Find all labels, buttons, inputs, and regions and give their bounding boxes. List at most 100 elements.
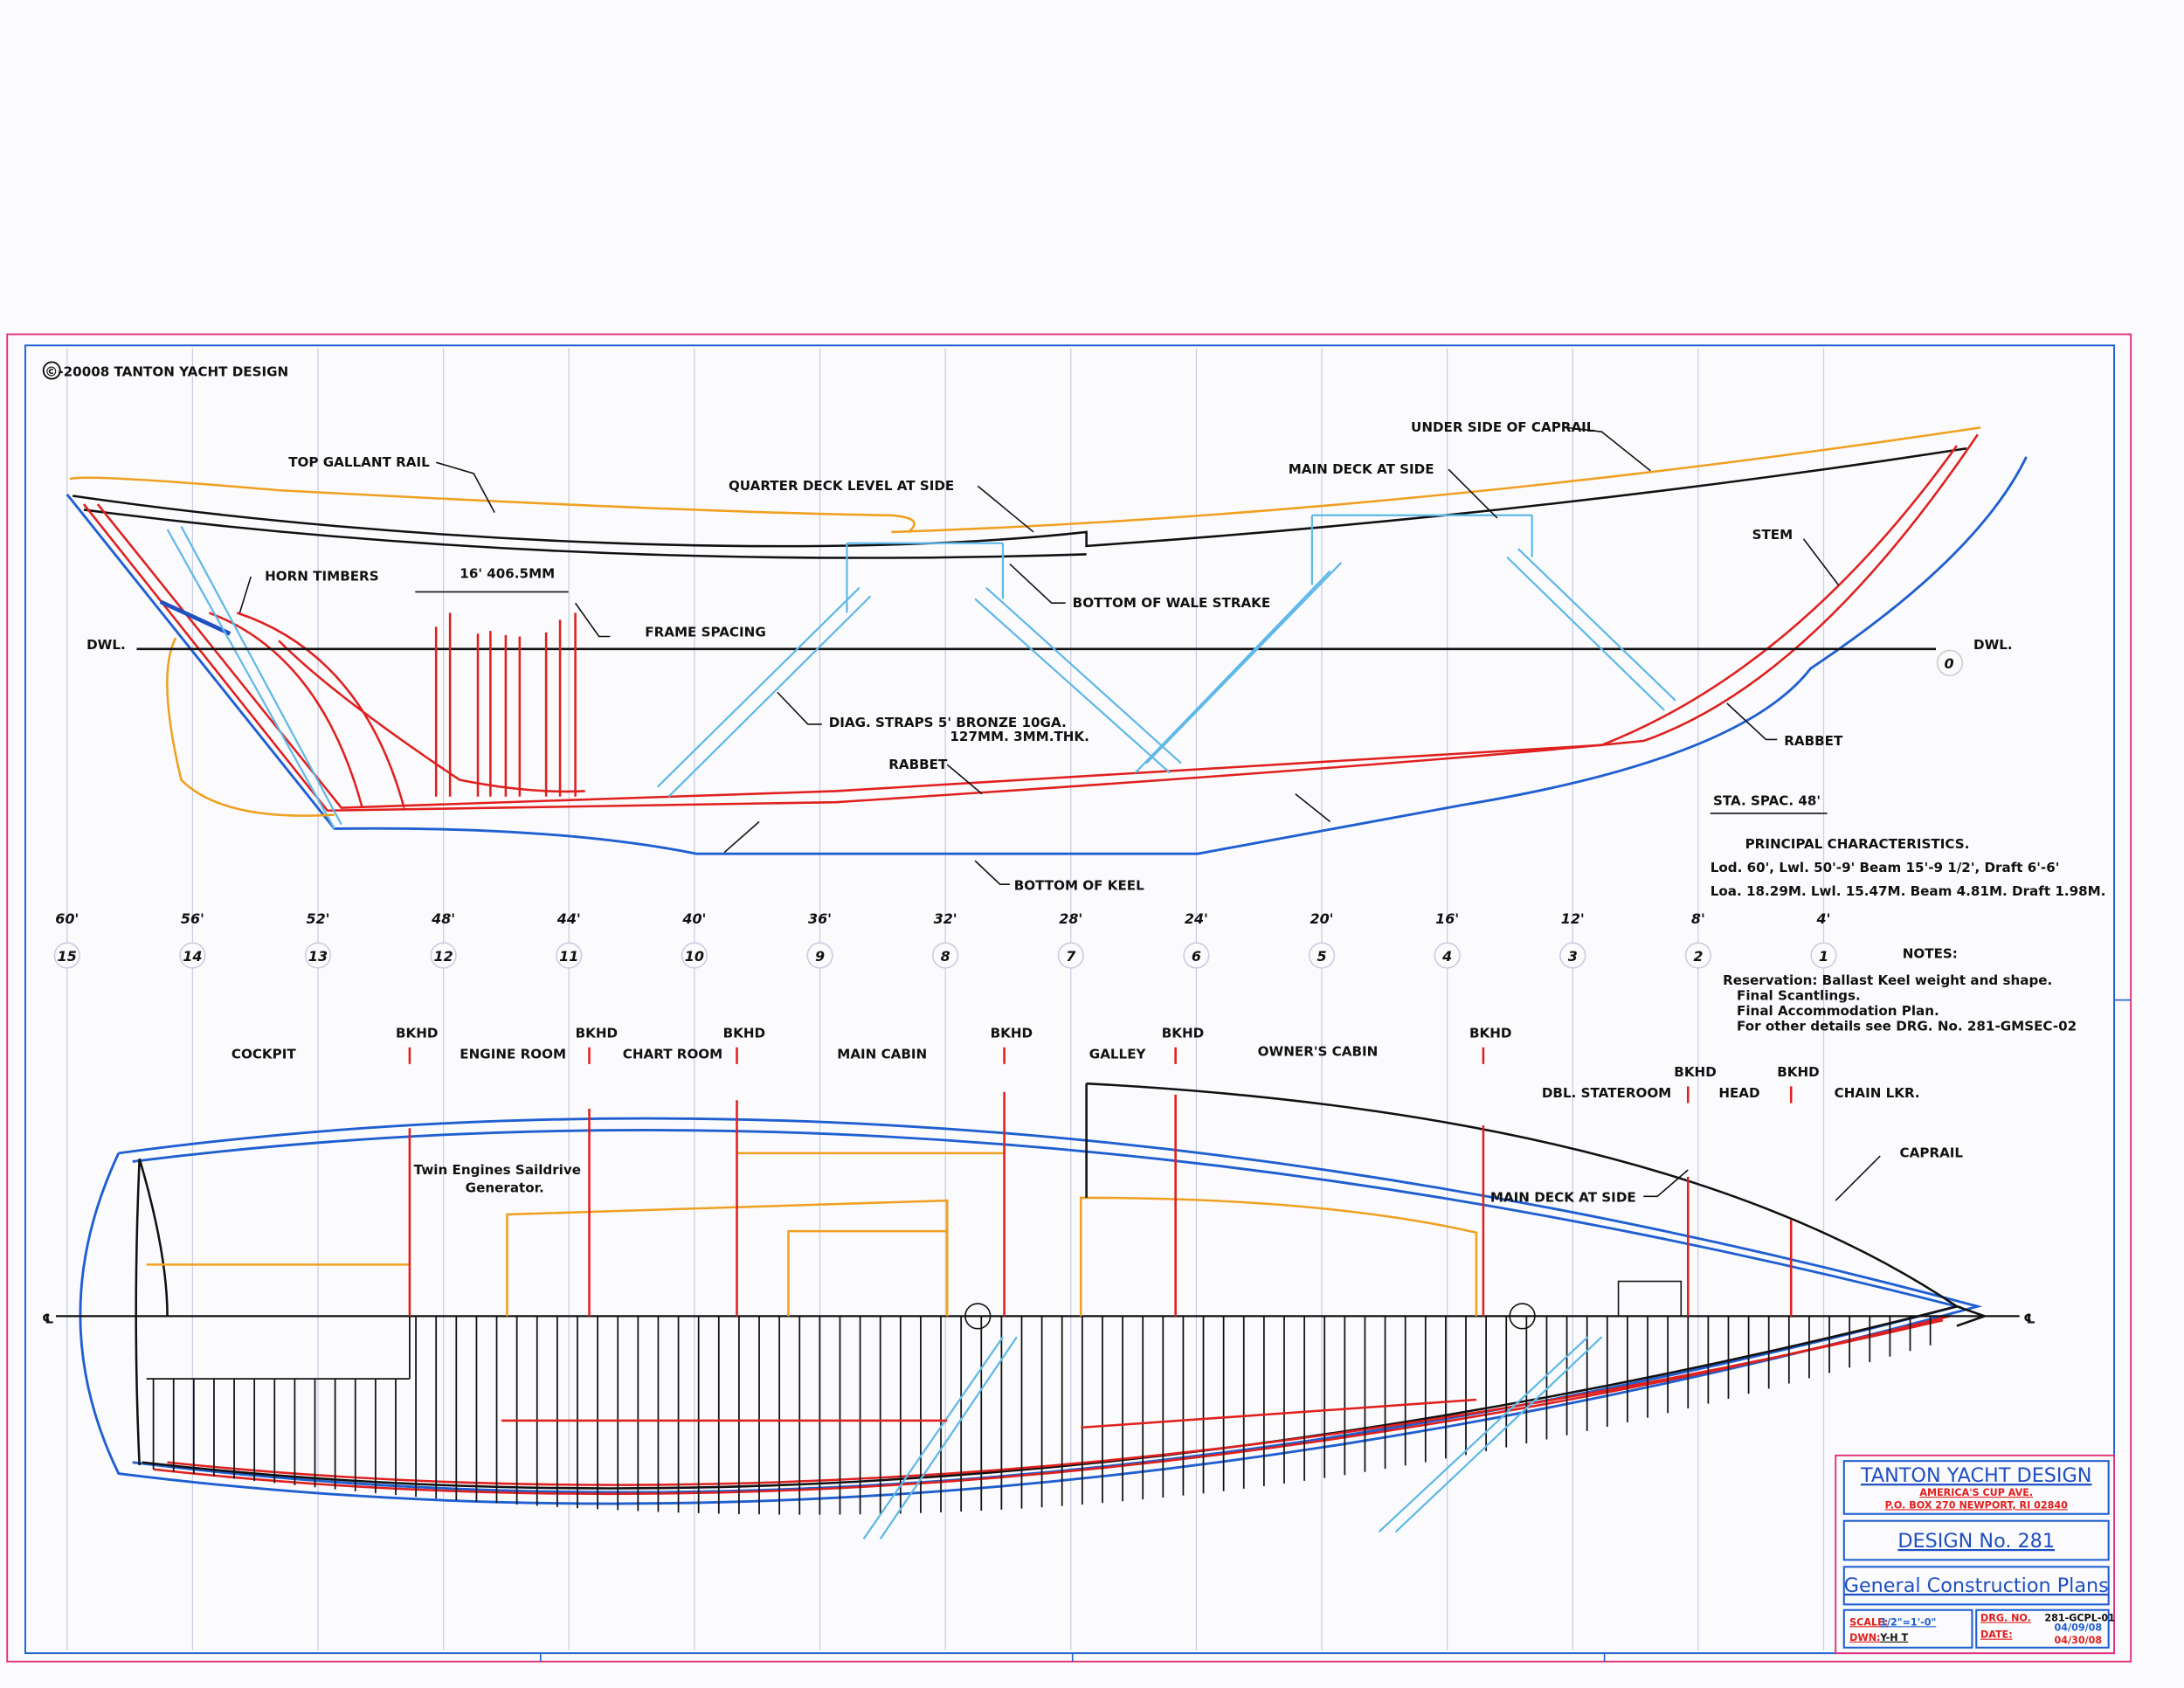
notes-title: NOTES:: [1903, 946, 1958, 962]
label-diag-straps-2: 127MM. 3MM.THK.: [950, 729, 1089, 744]
scale-label: SCALE:: [1849, 1616, 1888, 1628]
sheer-line: [72, 447, 1967, 548]
bulkhead-label: BKHD: [1469, 1026, 1511, 1041]
label-caprail: CAPRAIL: [1900, 1145, 1964, 1161]
address-line-1: AMERICA'S CUP AVE.: [1919, 1487, 2033, 1498]
station-circle: [1308, 942, 1336, 969]
drg-value: 281-GCPL-01: [2044, 1612, 2115, 1623]
station-circle: [1434, 942, 1461, 969]
plan-diagonals: [862, 1336, 1603, 1540]
principal-imperial: Lod. 60', Lwl. 50'-9' Beam 15'-9 1/2', D…: [1711, 860, 2060, 875]
station-distance: 60': [55, 910, 79, 927]
keel-rabbet: [82, 433, 1979, 813]
station-distance: 24': [1185, 910, 1208, 927]
station-circle: [304, 942, 332, 969]
station-distance: 44': [556, 910, 581, 927]
label-caprail-underside: UNDER SIDE OF CAPRAIL: [1411, 419, 1595, 435]
label-dbl-stateroom: DBL. STATEROOM: [1542, 1085, 1671, 1101]
label-stem: STEM: [1752, 527, 1794, 543]
station-zero: 0: [1945, 655, 1954, 672]
plan-view: COCKPIT ENGINE ROOM CHART ROOM MAIN CABI…: [42, 1026, 2035, 1540]
drawing-title: General Construction Plans: [1844, 1574, 2109, 1597]
cockpit-sole: [146, 1316, 411, 1380]
station-number: 11: [559, 948, 578, 965]
profile-view: TOP GALLANT RAIL QUARTER DECK LEVEL AT S…: [66, 419, 2028, 894]
dwn-label: DWN:: [1849, 1632, 1880, 1643]
station-circle: [1684, 942, 1712, 969]
bulkhead-label: BKHD: [1777, 1064, 1819, 1080]
label-main-deck-side-plan: MAIN DECK AT SIDE: [1490, 1190, 1636, 1206]
station-number: 1: [1819, 948, 1828, 965]
station-markers: 1560'1456'1352'1248'1144'1040'936'832'72…: [53, 910, 1837, 969]
station-distance: 16': [1435, 910, 1459, 927]
label-bottom-keel: BOTTOM OF KEEL: [1014, 878, 1144, 894]
station-number: 10: [685, 948, 704, 965]
design-number: DESIGN No. 281: [1897, 1530, 2055, 1553]
drg-label: DRG. NO.: [1980, 1612, 2031, 1623]
station-distance: 4': [1816, 910, 1831, 927]
station-distance: 20': [1310, 910, 1333, 927]
frames: [434, 612, 577, 797]
label-horn-timbers: HORN TIMBERS: [265, 569, 378, 585]
copyright: ©-20008 TANTON YACHT DESIGN: [45, 363, 288, 379]
outer-border: [6, 333, 2132, 1663]
station-number: 12: [434, 948, 453, 965]
address-line-2: P.O. BOX 270 NEWPORT, RI 02840: [1885, 1499, 2069, 1511]
plan-caprail-outer: [79, 1117, 1983, 1505]
station-distance: 40': [681, 910, 706, 927]
station-distance: 28': [1059, 910, 1082, 927]
bulkhead-label: BKHD: [396, 1026, 438, 1041]
station-circle: [430, 942, 457, 969]
station-number: 8: [941, 948, 950, 965]
date-2: 04/30/08: [2054, 1635, 2102, 1646]
station-distance: 12': [1561, 910, 1585, 927]
label-top-gallant-rail: TOP GALLANT RAIL: [288, 454, 430, 470]
label-generator: Generator.: [466, 1180, 544, 1196]
station-number: 3: [1568, 948, 1578, 965]
label-dwl-right: DWL.: [1973, 637, 2013, 653]
label-rabbet-fwd: RABBET: [1784, 733, 1843, 749]
station-number: 2: [1693, 948, 1703, 965]
label-chart-room: CHART ROOM: [623, 1046, 722, 1062]
station-number: 4: [1441, 948, 1452, 965]
station-circle: [179, 942, 206, 969]
bulkhead-label: BKHD: [723, 1026, 765, 1041]
note-line: Final Accommodation Plan.: [1737, 1003, 1939, 1019]
scale-value: 1/2"=1'-0": [1880, 1616, 1936, 1628]
station-distance: 32': [934, 910, 957, 927]
label-frame-dim: 16' 406.5MM: [460, 566, 555, 582]
caprail-line: [69, 426, 1981, 534]
bulkheads: [408, 1047, 1793, 1317]
diagonal-straps: [656, 514, 1676, 798]
label-main-cabin: MAIN CABIN: [837, 1046, 927, 1062]
label-bottom-wale: BOTTOM OF WALE STRAKE: [1073, 595, 1271, 611]
station-circle: [1183, 942, 1210, 969]
station-circle: [1559, 942, 1586, 969]
date-label: DATE:: [1980, 1629, 2013, 1641]
plan-framing: [146, 1316, 1932, 1515]
date-1: 04/09/08: [2054, 1622, 2102, 1634]
label-chain-lkr: CHAIN LKR.: [1835, 1085, 1920, 1101]
horn-timbers: [159, 599, 232, 636]
station-circle: [932, 942, 959, 969]
note-line: Final Scantlings.: [1737, 988, 1861, 1004]
station-circle: [1057, 942, 1084, 969]
principal-metric: Loa. 18.29M. Lwl. 15.47M. Beam 4.81M. Dr…: [1711, 883, 2106, 899]
label-quarter-deck: QUARTER DECK LEVEL AT SIDE: [729, 478, 954, 494]
station-number: 5: [1317, 948, 1326, 965]
note-line: For other details see DRG. No. 281-GMSEC…: [1737, 1019, 2077, 1034]
label-rabbet-aft: RABBET: [888, 757, 948, 772]
centerline-symbol-right: ℄: [2023, 1311, 2035, 1326]
label-frame-spacing: FRAME SPACING: [645, 624, 765, 640]
firm-name: TANTON YACHT DESIGN: [1860, 1464, 2092, 1487]
border-ticks: [539, 1653, 1606, 1662]
label-sta-spac: STA. SPAC. 48': [1713, 792, 1821, 808]
label-galley: GALLEY: [1089, 1046, 1147, 1062]
label-cockpit: COCKPIT: [232, 1046, 296, 1062]
centerline-symbol-left: ℄: [42, 1311, 54, 1326]
station-number: 9: [815, 948, 825, 965]
bulkhead-label: BKHD: [1162, 1026, 1204, 1041]
station-circle: [53, 942, 80, 969]
station-distance: 36': [808, 910, 832, 927]
